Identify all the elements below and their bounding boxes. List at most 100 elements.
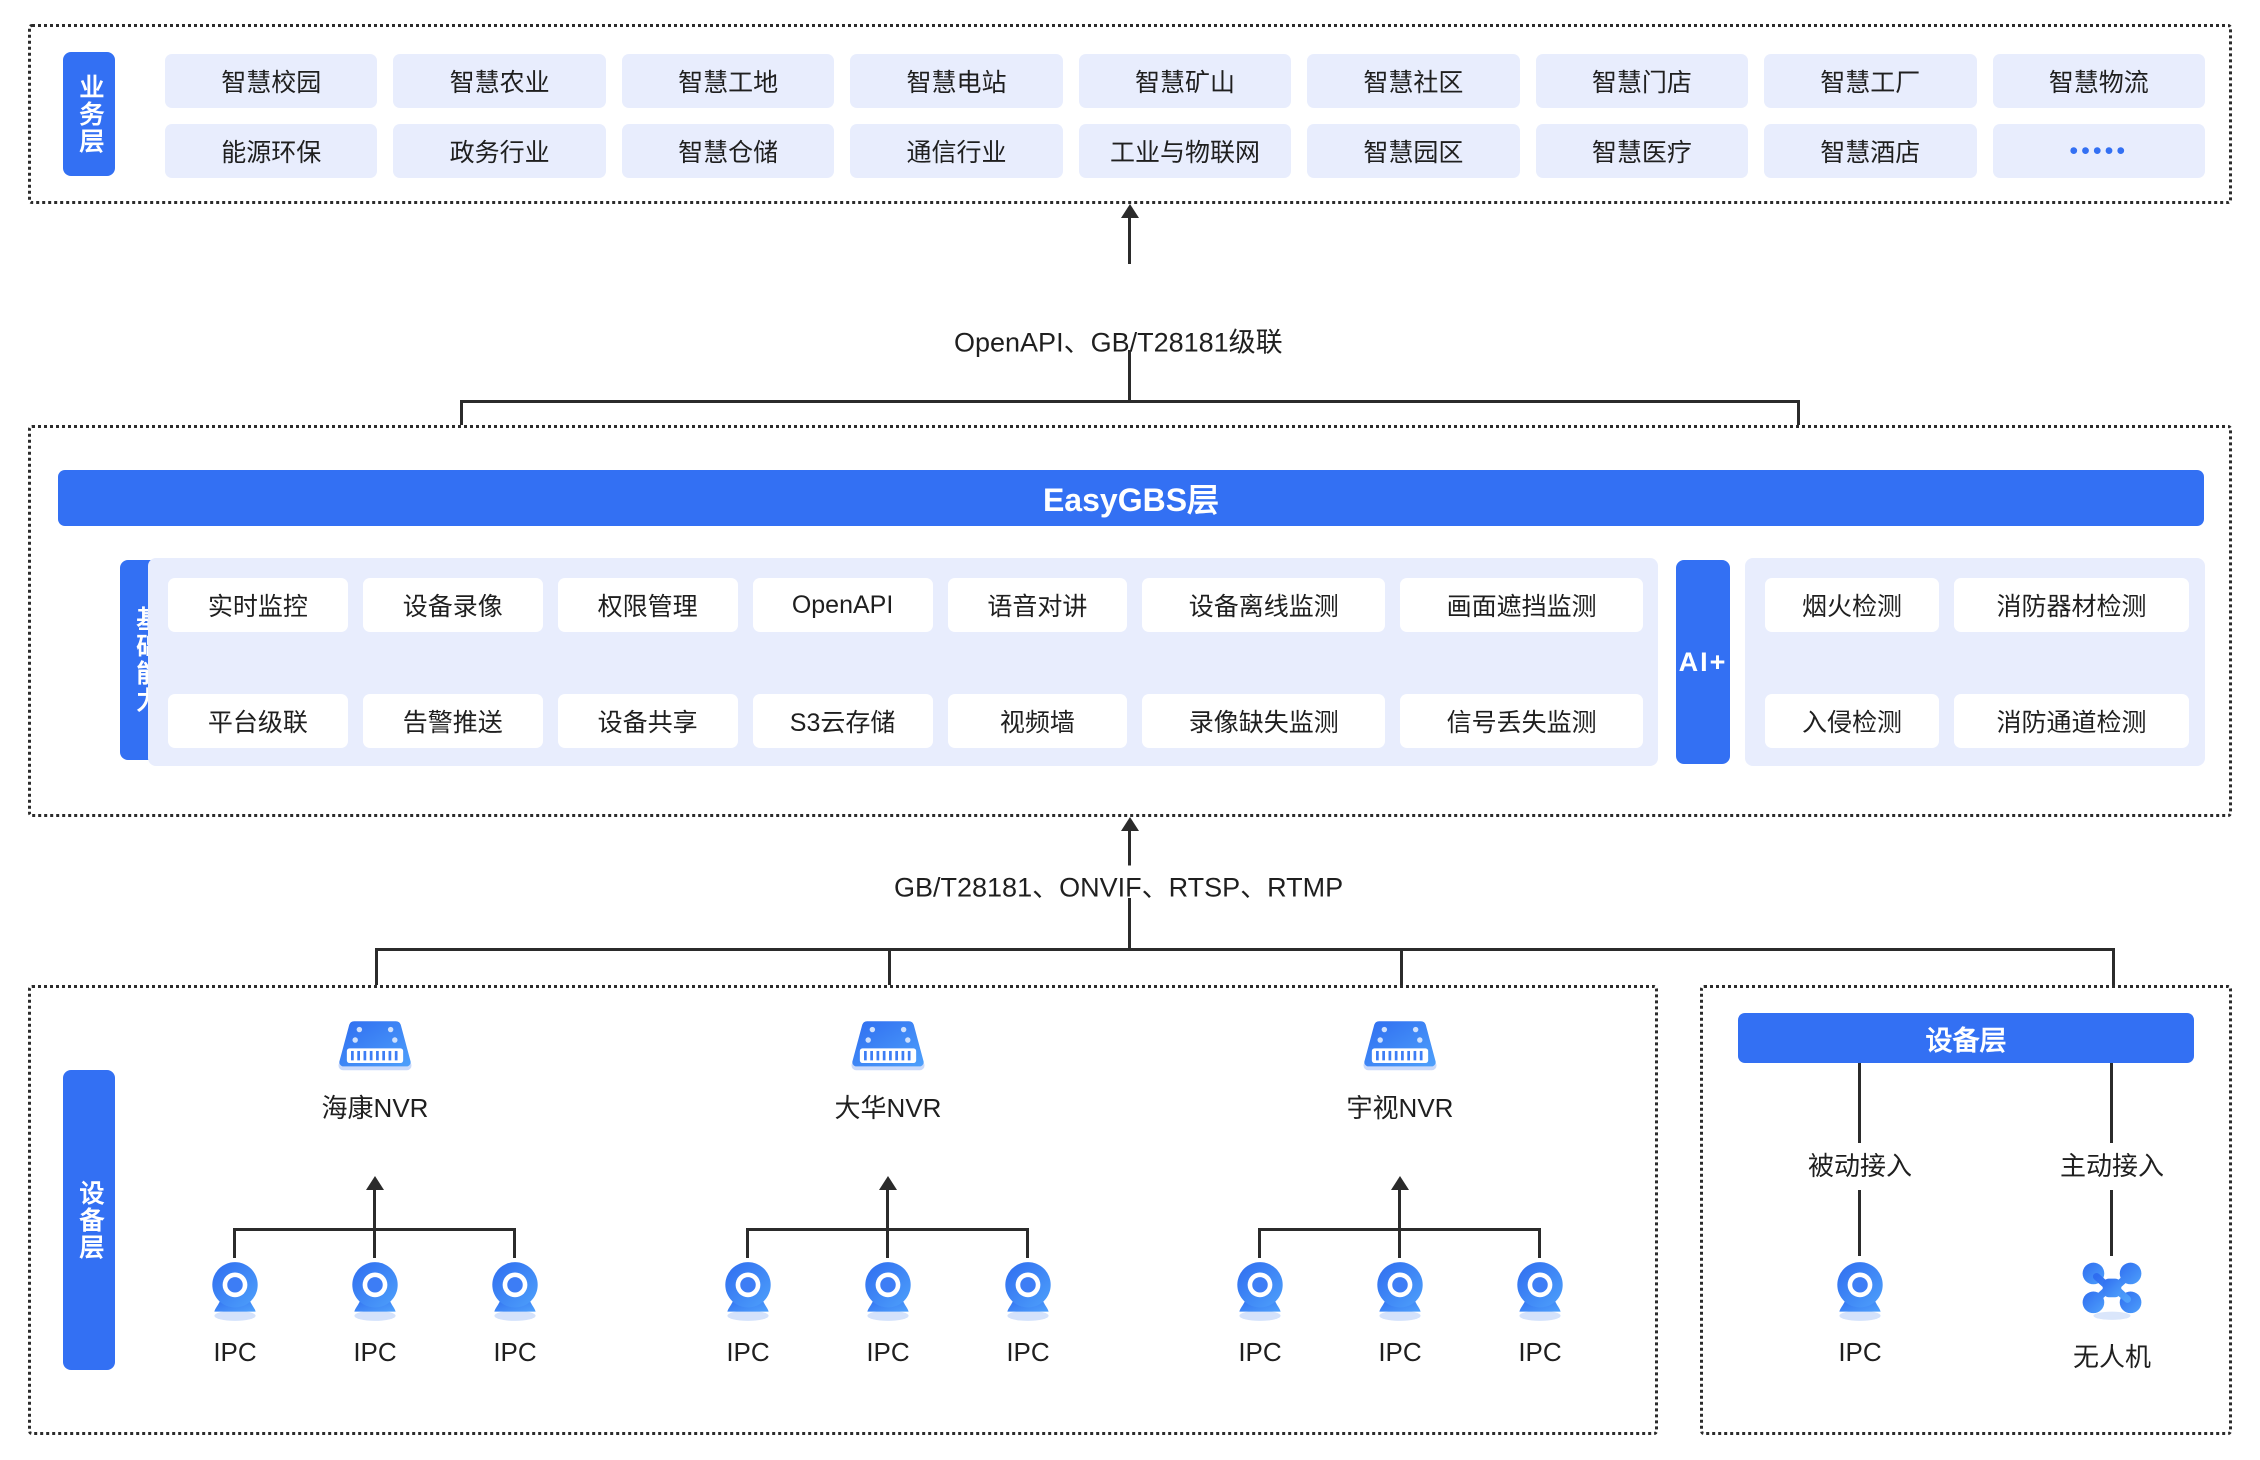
nvr-icon xyxy=(338,1021,412,1071)
business-chip-r1-2[interactable]: 智慧农业 xyxy=(393,54,606,108)
camera-node-2-2[interactable]: IPC xyxy=(828,1258,948,1368)
drone-icon xyxy=(2082,1262,2142,1320)
nvr-label: 海康NVR xyxy=(321,1093,429,1124)
camera-node-2-3[interactable]: IPC xyxy=(968,1258,1088,1368)
business-chip-r2-7[interactable]: 智慧医疗 xyxy=(1535,124,1749,178)
camera-icon-wrap xyxy=(1507,1258,1573,1329)
business-chip-r2-8[interactable]: 智慧酒店 xyxy=(1764,124,1977,178)
nvr-node-1[interactable]: 海康NVR xyxy=(305,1015,445,1125)
business-chip-r1-6[interactable]: 智慧社区 xyxy=(1307,54,1520,108)
camera-drop-1-3 xyxy=(513,1228,516,1258)
right-device-node-2[interactable]: 无人机 xyxy=(2042,1258,2182,1374)
camera-label: IPC xyxy=(726,1337,770,1367)
camera-label: IPC xyxy=(213,1337,257,1367)
camera-icon-wrap xyxy=(342,1258,408,1329)
nvr-icon xyxy=(1363,1021,1437,1071)
camera-drop-2-1 xyxy=(746,1228,749,1258)
camera-icon xyxy=(352,1262,398,1321)
business-chip-r1-9[interactable]: 智慧物流 xyxy=(1992,54,2205,108)
camera-icon-wrap xyxy=(1827,1258,1893,1329)
capability-chip-r1-4[interactable]: OpenAPI xyxy=(752,578,933,632)
business-chip-r1-4[interactable]: 智慧电站 xyxy=(850,54,1063,108)
capability-chip-r2-4[interactable]: S3云存储 xyxy=(752,694,933,748)
ai-row-1: 烟火检测消防器材检测 xyxy=(1765,578,2189,632)
capability-chip-r2-5[interactable]: 视频墙 xyxy=(947,694,1128,748)
camera-icon-wrap xyxy=(482,1258,548,1329)
ai-plus-side-label: AI+ xyxy=(1676,560,1730,764)
top-connector-vertical-lower xyxy=(1128,350,1131,402)
camera-drop-2-3 xyxy=(1026,1228,1029,1258)
nvr-uplink-arrow-icon-2 xyxy=(879,1176,897,1190)
capability-chip-r2-7[interactable]: 信号丢失监测 xyxy=(1400,694,1644,748)
right-branch-stem-bottom-2 xyxy=(2110,1190,2113,1256)
ai-chip-r2-1[interactable]: 入侵检测 xyxy=(1765,694,1940,748)
camera-node-3-1[interactable]: IPC xyxy=(1200,1258,1320,1368)
camera-node-3-3[interactable]: IPC xyxy=(1480,1258,1600,1368)
business-chip-r2-2[interactable]: 政务行业 xyxy=(393,124,606,178)
top-connector-vertical-upper xyxy=(1128,218,1131,264)
device-layer-left-side-label: 设备层 xyxy=(63,1070,115,1370)
business-chip-r2-3[interactable]: 智慧仓储 xyxy=(621,124,835,178)
right-branch-stem-top-2 xyxy=(2110,1063,2113,1143)
bottom-connector-vertical-upper xyxy=(1128,831,1131,873)
business-chip-r2-9[interactable]: ••••• xyxy=(1992,124,2205,178)
capabilities-row-1: 实时监控设备录像权限管理 OpenAPI 语音对讲设备离线监测画面遮挡监测 xyxy=(168,578,1644,632)
business-chip-r2-5[interactable]: 工业与物联网 xyxy=(1078,124,1292,178)
easygbs-title-bar: EasyGBS层 xyxy=(58,470,2204,526)
business-layer-side-label: 业务层 xyxy=(63,52,115,176)
camera-label: IPC xyxy=(1238,1337,1282,1367)
business-chip-r1-3[interactable]: 智慧工地 xyxy=(621,54,835,108)
camera-node-2-1[interactable]: IPC xyxy=(688,1258,808,1368)
camera-icon xyxy=(865,1262,911,1321)
nvr-node-2[interactable]: 大华NVR xyxy=(818,1015,958,1125)
bottom-connector-bracket xyxy=(375,948,2115,951)
camera-icon-wrap xyxy=(1227,1258,1293,1329)
drone-icon-wrap xyxy=(2079,1258,2145,1329)
business-chip-r2-1[interactable]: 能源环保 xyxy=(165,124,378,178)
camera-node-3-2[interactable]: IPC xyxy=(1340,1258,1460,1368)
top-connector-arrow-icon xyxy=(1121,204,1139,218)
bottom-connector-arrow-icon xyxy=(1121,817,1139,831)
business-chip-r1-5[interactable]: 智慧矿山 xyxy=(1078,54,1292,108)
ai-chip-r1-2[interactable]: 消防器材检测 xyxy=(1954,578,2189,632)
top-connector-bracket xyxy=(460,400,1800,403)
capability-chip-r1-5[interactable]: 语音对讲 xyxy=(947,578,1128,632)
capability-chip-r2-1[interactable]: 平台级联 xyxy=(168,694,348,748)
capability-chip-r1-3[interactable]: 权限管理 xyxy=(557,578,738,632)
bottom-connector-branch-1 xyxy=(375,948,378,1010)
business-chip-r2-4[interactable]: 通信行业 xyxy=(850,124,1063,178)
camera-node-1-2[interactable]: IPC xyxy=(315,1258,435,1368)
ai-row-2: 入侵检测消防通道检测 xyxy=(1765,694,2189,748)
ai-chip-r1-1[interactable]: 烟火检测 xyxy=(1765,578,1940,632)
camera-icon xyxy=(1005,1262,1051,1321)
business-chip-r2-6[interactable]: 智慧园区 xyxy=(1307,124,1520,178)
capability-chip-r1-2[interactable]: 设备录像 xyxy=(362,578,543,632)
camera-node-1-1[interactable]: IPC xyxy=(175,1258,295,1368)
camera-icon-wrap xyxy=(1367,1258,1433,1329)
right-device-node-1[interactable]: IPC xyxy=(1790,1258,1930,1368)
camera-icon xyxy=(492,1262,538,1321)
business-chip-r1-1[interactable]: 智慧校园 xyxy=(165,54,378,108)
capabilities-row-2: 平台级联告警推送设备共享 S3云存储视频墙录像缺失监测信号丢失监测 xyxy=(168,694,1644,748)
device-layer-right-title-bar: 设备层 xyxy=(1738,1013,2194,1063)
camera-label: IPC xyxy=(353,1337,397,1367)
top-connector-label: OpenAPI、GB/T28181级联 xyxy=(940,320,1297,360)
bottom-connector-branch-4 xyxy=(2112,948,2115,1010)
business-chip-r1-8[interactable]: 智慧工厂 xyxy=(1764,54,1977,108)
nvr-label: 宇视NVR xyxy=(1346,1093,1454,1124)
camera-icon-wrap xyxy=(715,1258,781,1329)
capability-chip-r2-3[interactable]: 设备共享 xyxy=(557,694,738,748)
capability-chip-r1-6[interactable]: 设备离线监测 xyxy=(1142,578,1386,632)
business-chip-r1-7[interactable]: 智慧门店 xyxy=(1535,54,1749,108)
capability-chip-r1-1[interactable]: 实时监控 xyxy=(168,578,348,632)
camera-node-1-3[interactable]: IPC xyxy=(455,1258,575,1368)
camera-drop-2-2 xyxy=(886,1228,889,1258)
bottom-connector-label: GB/T28181、ONVIF、RTSP、RTMP xyxy=(880,865,1358,905)
capability-chip-r2-6[interactable]: 录像缺失监测 xyxy=(1142,694,1386,748)
nvr-uplink-stem-2 xyxy=(886,1190,889,1228)
ai-chip-r2-2[interactable]: 消防通道检测 xyxy=(1954,694,2189,748)
camera-drop-3-1 xyxy=(1258,1228,1261,1258)
nvr-node-3[interactable]: 宇视NVR xyxy=(1330,1015,1470,1125)
capability-chip-r1-7[interactable]: 画面遮挡监测 xyxy=(1400,578,1644,632)
capability-chip-r2-2[interactable]: 告警推送 xyxy=(362,694,543,748)
